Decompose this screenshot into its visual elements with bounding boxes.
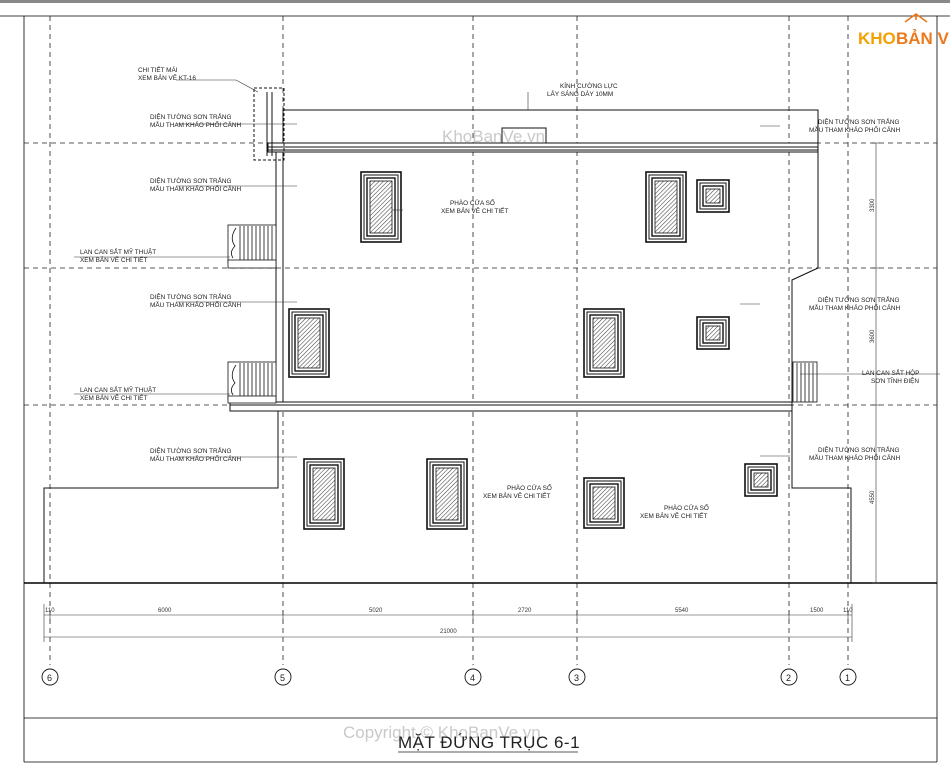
paint-left-f2-line1: DIỆN TƯỜNG SƠN TRẮNG — [150, 292, 232, 301]
paint-left-f1-line2: MẪU THAM KHẢO PHỐI CẢNH — [150, 453, 242, 463]
paint-left-roof-line2: MẪU THAM KHẢO PHỐI CẢNH — [150, 119, 242, 129]
dim-h-4: 5540 — [675, 608, 689, 614]
paint-left-f3-line2: MẪU THAM KHẢO PHỐI CẢNH — [150, 183, 242, 193]
logo: KHO BẢN VẼ — [858, 13, 950, 48]
rail-f2-line2: XEM BẢN VẼ CHI TIẾT — [80, 392, 147, 402]
axis-bubble-3 — [464, 668, 482, 686]
paint-right-f1-line2: MẪU THAM KHẢO PHỐI CẢNH — [809, 452, 901, 462]
dim-h-3: 2720 — [518, 608, 532, 614]
leader-lines — [74, 79, 940, 458]
window-6 — [696, 316, 730, 350]
paint-left-f2-line2: MẪU THAM KHẢO PHỐI CẢNH — [150, 299, 242, 309]
rail-f2-line1: LAN CAN SẮT MỸ THUẬT — [80, 385, 156, 394]
window-4 — [288, 308, 330, 378]
frame-f1a-line1: PHÀO CỬA SỔ — [507, 483, 552, 492]
paint-left-f1-line1: DIỆN TƯỜNG SƠN TRẮNG — [150, 446, 232, 455]
axis-bubble-4 — [568, 668, 586, 686]
top-border — [0, 0, 950, 3]
dim-v-2: 4550 — [870, 490, 876, 504]
axis-bubbles: 6 5 4 3 2 1 — [41, 668, 857, 686]
paint-right-f2-line2: MẪU THAM KHẢO PHỐI CẢNH — [809, 302, 901, 312]
logo-house-icon — [904, 13, 928, 23]
dimension-texts: 110 6000 5020 2720 5540 1500 110 21000 3… — [45, 198, 876, 635]
window-8 — [426, 458, 468, 530]
frame-f1a-line2: XEM BẢN VẼ CHI TIẾT — [483, 490, 550, 500]
railing-lower — [227, 361, 277, 404]
building-outline — [43, 87, 852, 583]
dim-h-5: 1500 — [810, 608, 824, 614]
frame-f3-line1: PHÀO CỬA SỔ — [450, 198, 495, 207]
roof-detail-line1: CHI TIẾT MÁI — [138, 64, 178, 74]
dim-h-0: 110 — [45, 608, 55, 614]
axis-label-2: 5 — [280, 673, 285, 683]
axis-bubble-6 — [839, 668, 857, 686]
axis-label-1: 6 — [47, 673, 52, 683]
paint-right-f1-line1: DIỆN TƯỜNG SƠN TRẮNG — [818, 445, 900, 454]
watermark-bottom: Copyright © KhoBanVe.vn — [343, 723, 541, 742]
paint-left-roof-line1: DIỆN TƯỜNG SƠN TRẮNG — [150, 112, 232, 121]
axis-label-3: 4 — [470, 673, 475, 683]
drawing-title: MẶT ĐỨNG TRỤC 6-1 — [398, 733, 580, 752]
axis-label-4: 3 — [574, 673, 579, 683]
glass-line1: KÍNH CƯỜNG LỰC — [560, 81, 618, 90]
window-7 — [303, 458, 345, 530]
dim-h-2: 5020 — [369, 608, 383, 614]
axis-bubble-5 — [780, 668, 798, 686]
paint-right-f2-line1: DIỆN TƯỜNG SƠN TRẮNG — [818, 295, 900, 304]
dim-v-1: 3600 — [870, 329, 876, 343]
horizontal-dimension-lines — [43, 604, 853, 642]
paint-left-f3-line1: DIỆN TƯỜNG SƠN TRẮNG — [150, 176, 232, 185]
dim-h-1: 6000 — [158, 608, 172, 614]
rail-f3-line1: LAN CAN SẮT MỸ THUẬT — [80, 247, 156, 256]
annotations: CHI TIẾT MÁI XEM BẢN VẼ KT-16 KÍNH CƯỜNG… — [80, 64, 919, 520]
axis-label-6: 1 — [845, 673, 850, 683]
window-2 — [645, 171, 687, 243]
rail-box-line1: LAN CAN SẮT HỘP — [862, 368, 919, 377]
glass-line2: LẤY SÁNG DÀY 10MM — [547, 88, 613, 98]
dim-v-0: 3300 — [870, 198, 876, 212]
rail-f3-line2: XEM BẢN VẼ CHI TIẾT — [80, 254, 147, 264]
axis-label-5: 2 — [786, 673, 791, 683]
frame-f1b-line2: XEM BẢN VẼ CHI TIẾT — [640, 510, 707, 520]
vertical-dimension-lines — [872, 142, 880, 584]
window-3 — [696, 179, 730, 213]
frame-f1b-line1: PHÀO CỬA SỔ — [664, 503, 709, 512]
roof-detail-line2: XEM BẢN VẼ KT-16 — [138, 73, 196, 82]
paint-right-top-line2: MẪU THAM KHẢO PHỐI CẢNH — [809, 124, 901, 134]
dim-h-6: 110 — [843, 608, 853, 614]
railing-upper — [227, 224, 277, 269]
watermark-center: KhoBanVe.vn — [442, 127, 545, 146]
frame-f3-line2: XEM BẢN VẼ CHI TIẾT — [441, 205, 508, 215]
dim-total: 21000 — [440, 629, 457, 635]
railing-box — [792, 361, 818, 403]
windows — [288, 171, 778, 530]
rail-box-line2: SƠN TĨNH ĐIỆN — [871, 376, 919, 385]
window-10 — [744, 463, 778, 497]
axis-bubble-1 — [41, 668, 59, 686]
window-9 — [583, 477, 625, 529]
window-5 — [583, 308, 625, 378]
axis-lines — [49, 16, 849, 665]
logo-part1: KHO — [858, 29, 896, 48]
window-1 — [360, 171, 402, 243]
axis-bubble-2 — [274, 668, 292, 686]
paint-right-top-line1: DIỆN TƯỜNG SƠN TRẮNG — [818, 117, 900, 126]
logo-part2: BẢN VẼ — [896, 28, 950, 48]
